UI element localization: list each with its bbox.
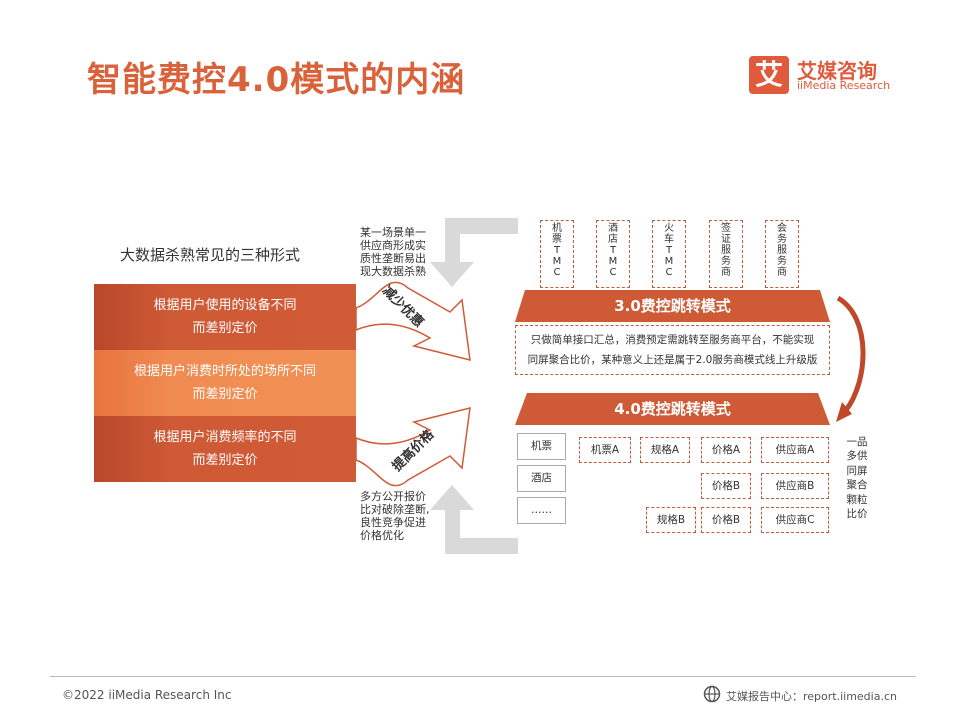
- char: 证: [721, 234, 731, 245]
- curved-arrow-head: [836, 402, 852, 422]
- char: 服: [721, 245, 731, 256]
- category-hotel: 酒店: [517, 465, 566, 492]
- side-note-line: 聚合: [846, 479, 868, 492]
- logo-name-en: iiMedia Research: [797, 79, 891, 92]
- note-top: 某一场景单一 供应商形成实 质性垄断易出 现大数据杀熟: [360, 226, 426, 278]
- note-line: 价格优化: [360, 529, 404, 542]
- side-note: 一品 多供 同屏 聚合 颗粒 比价: [846, 435, 868, 521]
- gray-arrow-top: [430, 218, 518, 287]
- char: 火: [664, 223, 674, 234]
- form-line: 根据用户消费时所处的场所不同: [133, 364, 316, 379]
- char: 票: [552, 234, 562, 245]
- cell-flight-a: 机票A: [579, 437, 631, 463]
- char: 商: [777, 267, 787, 278]
- cell-supplier-c: 供应商C: [761, 507, 829, 533]
- side-note-line: 一品: [846, 436, 868, 448]
- char: C: [665, 267, 673, 278]
- page-title: 智能费控4.0模式的内涵: [87, 60, 466, 100]
- footer-copyright: ©2022 iiMedia Research Inc: [62, 688, 232, 702]
- note-line: 质性垄断易出: [360, 252, 426, 265]
- footer-source-link[interactable]: 艾媒报告中心：report.iimedia.cn: [726, 690, 897, 703]
- cell-price-a: 价格A: [701, 437, 751, 463]
- char: 服: [777, 245, 787, 256]
- arrow-reduce-discount: [355, 281, 471, 361]
- char: T: [665, 245, 673, 256]
- form-band-frequency: 根据用户消费频率的不同 而差别定价: [94, 416, 356, 482]
- category-more: ……: [517, 497, 566, 524]
- curved-arrow-3-to-4: [836, 295, 866, 412]
- provider-train-tmc: 火 车 T M C: [652, 220, 686, 288]
- mode-3-title: 3.0费控跳转模式: [515, 290, 830, 322]
- char: 酒: [608, 223, 618, 234]
- note-line: 供应商形成实: [360, 239, 426, 252]
- form-band-location: 根据用户消费时所处的场所不同 而差别定价: [94, 350, 356, 416]
- note-line: 比对破除垄断,: [360, 503, 430, 516]
- cell-price-b: 价格B: [701, 473, 751, 499]
- desc-line: 同屏聚合比价，某种意义上还是属于2.0服务商模式线上升级版: [527, 354, 818, 366]
- char: M: [552, 256, 562, 267]
- arrow-raise-price: [355, 407, 471, 487]
- cell-supplier-a: 供应商A: [761, 437, 829, 463]
- desc-line: 只做简单接口汇总，消费预定需跳转至服务商平台，不能实现: [530, 334, 815, 346]
- note-line: 现大数据杀熟: [360, 265, 426, 278]
- char: 车: [664, 234, 674, 245]
- side-note-line: 比价: [846, 508, 868, 521]
- note-line: 良性竞争促进: [360, 516, 426, 529]
- category-flight: 机票: [517, 433, 566, 460]
- form-line: 而差别定价: [192, 321, 258, 336]
- char: C: [609, 267, 617, 278]
- char: 务: [777, 256, 787, 267]
- form-band-device: 根据用户使用的设备不同 而差别定价: [94, 284, 356, 350]
- gray-arrow-bottom: [430, 485, 518, 554]
- cell-supplier-b: 供应商B: [761, 473, 829, 499]
- mode-4-title: 4.0费控跳转模式: [515, 393, 830, 425]
- note-bottom: 多方公开报价 比对破除垄断, 良性竞争促进 价格优化: [360, 490, 430, 542]
- side-note-line: 颗粒: [846, 493, 868, 506]
- provider-visa-service: 签 证 服 务 商: [709, 220, 743, 288]
- form-line: 根据用户消费频率的不同: [153, 430, 297, 445]
- char: 商: [721, 267, 731, 278]
- footer-divider: [50, 676, 916, 677]
- side-note-line: 同屏: [846, 464, 868, 477]
- char: T: [609, 245, 617, 256]
- char: T: [553, 245, 561, 256]
- provider-hotel-tmc: 酒 店 T M C: [596, 220, 630, 288]
- form-line: 而差别定价: [192, 453, 258, 468]
- globe-icon: [703, 685, 721, 703]
- char: 务: [777, 234, 787, 245]
- cell-spec-b: 规格B: [646, 507, 696, 533]
- char: 会: [777, 223, 787, 234]
- char: 店: [608, 234, 618, 245]
- char: M: [664, 256, 674, 267]
- char: 务: [721, 256, 731, 267]
- provider-flight-tmc: 机 票 T M C: [540, 220, 574, 288]
- provider-conference-service: 会 务 服 务 商: [765, 220, 799, 288]
- form-line: 根据用户使用的设备不同: [153, 298, 297, 313]
- note-line: 某一场景单一: [360, 226, 426, 239]
- side-note-line: 多供: [846, 450, 868, 463]
- logo-name-cn: 艾媒咨询: [797, 59, 877, 83]
- iimedia-logo-icon: 艾: [749, 56, 789, 94]
- note-line: 多方公开报价: [360, 490, 426, 503]
- cell-spec-a: 规格A: [640, 437, 690, 463]
- cell-price-b-2: 价格B: [701, 507, 751, 533]
- forms-heading: 大数据杀熟常见的三种形式: [120, 246, 301, 264]
- mode-3-description: 只做简单接口汇总，消费预定需跳转至服务商平台，不能实现 同屏聚合比价，某种意义上…: [515, 325, 830, 375]
- form-line: 而差别定价: [192, 387, 258, 402]
- char: C: [553, 267, 561, 278]
- char: 机: [552, 223, 562, 234]
- char: 签: [721, 223, 731, 234]
- char: M: [608, 256, 618, 267]
